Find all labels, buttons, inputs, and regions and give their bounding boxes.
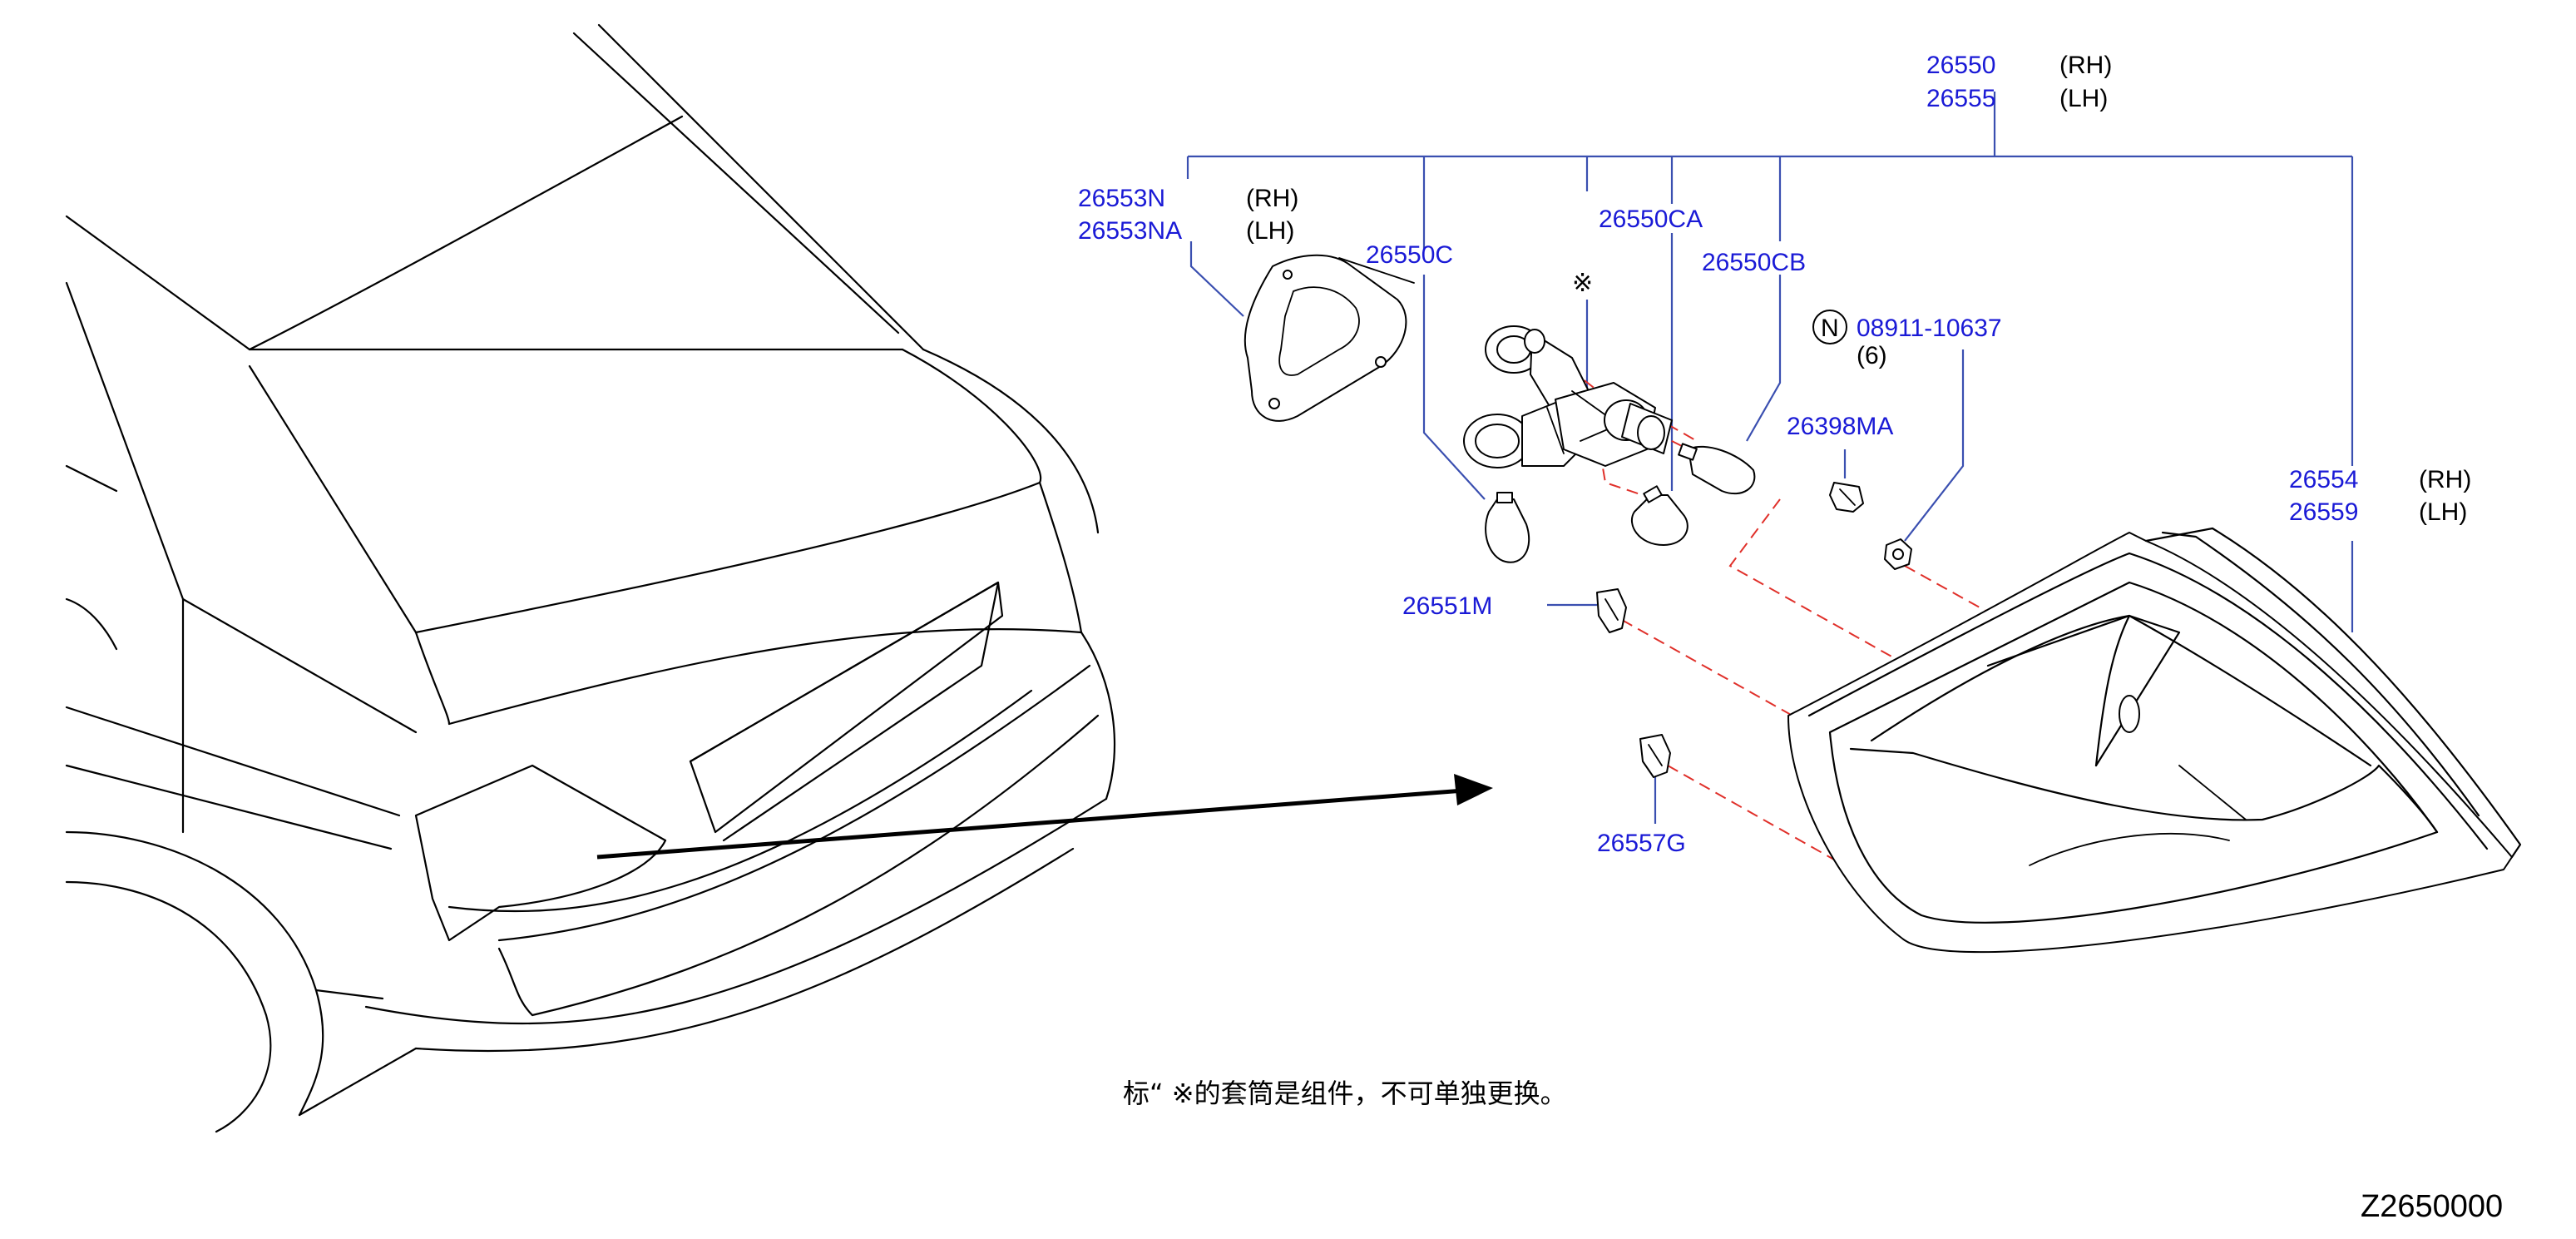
clip-26398MA: [1829, 482, 1864, 513]
side-rh-26554: (RH): [2419, 466, 2471, 493]
bulbs: [1485, 443, 1756, 563]
footnote: 标“ ※的套筒是组件，不可单独更换。: [1123, 1078, 1567, 1109]
part-number-26550CA: 26550CA: [1599, 206, 1703, 233]
clip-26551M: [1596, 588, 1627, 633]
part-number-26551M: 26551M: [1402, 592, 1492, 620]
part-number-26554: 26554: [2289, 466, 2358, 493]
side-lh-26553NA: (LH): [1246, 217, 1294, 245]
side-rh-26553N: (RH): [1246, 185, 1298, 212]
part-number-08911-10637: 08911-10637: [1857, 315, 2002, 342]
side-rh-26550: (RH): [2059, 52, 2112, 79]
part-number-26398MA: 26398MA: [1787, 413, 1893, 440]
pointer-arrow: [596, 774, 1493, 860]
part-number-26553NA: 26553NA: [1078, 217, 1182, 245]
clip-26557G: [1639, 734, 1671, 778]
tail-lamp-lens: [1787, 527, 2522, 954]
quantity-08911-10637: (6): [1857, 342, 1887, 369]
part-number-26557G: 26557G: [1597, 830, 1686, 857]
leader-lines: [1186, 92, 2354, 824]
part-number-26550C: 26550C: [1366, 241, 1453, 269]
diagram-code: Z2650000: [2361, 1189, 2503, 1224]
part-number-26550: 26550: [1926, 52, 1995, 79]
asterisk-marker: ※: [1572, 270, 1593, 297]
part-number-26550CB: 26550CB: [1702, 249, 1806, 276]
side-lh-26555: (LH): [2059, 85, 2108, 112]
gasket-part: [1244, 254, 1415, 422]
n-circle-icon: [1812, 310, 1847, 344]
part-number-26559: 26559: [2289, 498, 2358, 526]
part-number-26553N: 26553N: [1078, 185, 1165, 212]
side-lh-26559: (LH): [2419, 498, 2467, 526]
car-rear-outline: [65, 23, 1116, 1133]
nut-08911-10637: [1884, 538, 1912, 570]
bulb-sockets: [1463, 325, 1673, 468]
n-symbol: N: [1821, 315, 1839, 342]
part-number-26555: 26555: [1926, 85, 1995, 112]
labels: 26550 (RH) 26555 (LH) 26553N (RH) 26553N…: [1078, 52, 2503, 1224]
